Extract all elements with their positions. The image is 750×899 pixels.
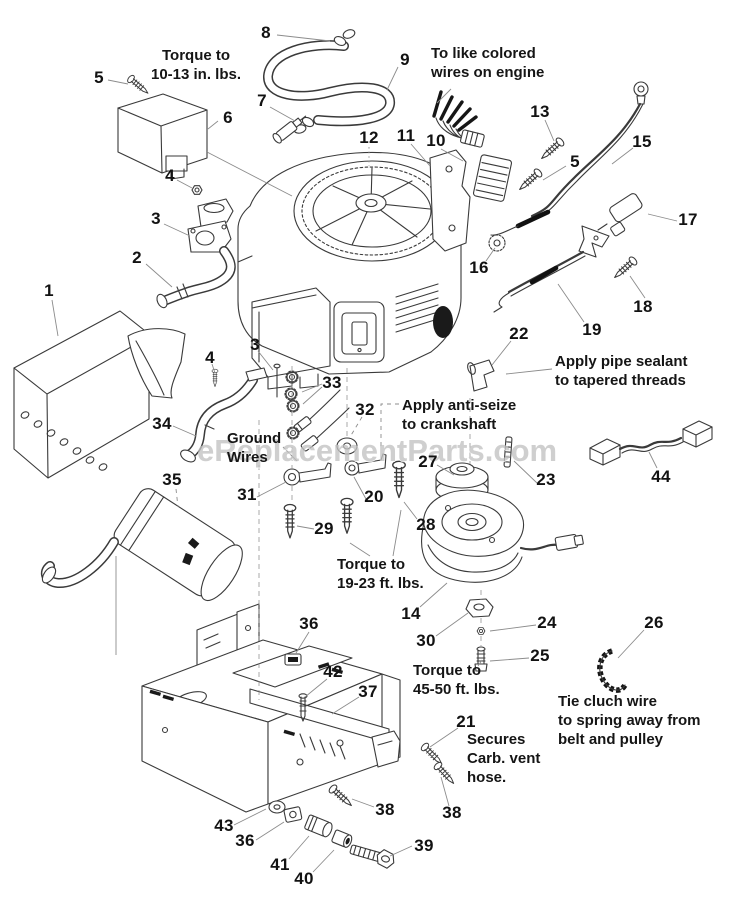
- ground-wires-drawing: [211, 363, 406, 539]
- callout-44: 44: [651, 467, 671, 486]
- note-torque-45-50: Torque to 45-50 ft. lbs.: [413, 662, 500, 698]
- callout-3-mid: 3: [250, 335, 260, 354]
- wire-44-drawing: [589, 420, 713, 466]
- callout-11: 11: [396, 126, 416, 145]
- callout-26: 26: [644, 613, 664, 632]
- callout-42: 42: [323, 662, 343, 681]
- centerlines: [258, 366, 482, 700]
- callout-41: 41: [270, 855, 290, 874]
- callout-12: 12: [359, 128, 379, 147]
- callout-13: 13: [530, 102, 550, 121]
- callout-4-mid: 4: [205, 348, 215, 367]
- muffler-drawing: [40, 488, 243, 655]
- mounting-panel-drawing: [13, 310, 186, 479]
- clutch-wire-clip-drawing: [597, 648, 628, 693]
- intake-elbow-drawing: [156, 185, 236, 309]
- callout-38-right: 38: [442, 803, 462, 822]
- callout-18: 18: [633, 297, 653, 316]
- choke-cable-drawing: [467, 193, 643, 392]
- callout-4-upper: 4: [165, 166, 175, 185]
- note-torque-19-23: Torque to 19-23 ft. lbs.: [337, 556, 424, 592]
- callout-23: 23: [536, 470, 556, 489]
- callout-2: 2: [132, 248, 142, 267]
- callout-3-upper: 3: [151, 209, 161, 228]
- callout-7: 7: [257, 91, 267, 110]
- callout-33: 33: [322, 373, 342, 392]
- callout-35: 35: [162, 470, 182, 489]
- callout-6: 6: [223, 108, 233, 127]
- callout-21: 21: [456, 712, 476, 731]
- callout-19: 19: [582, 320, 602, 339]
- callout-5-right: 5: [570, 152, 580, 171]
- heat-shield-drawing: [117, 93, 293, 197]
- callout-37: 37: [358, 682, 378, 701]
- throttle-cable-drawing: [490, 81, 649, 236]
- note-secures-carb-vent: Secures Carb. vent hose.: [467, 731, 541, 786]
- frame-drawing: [141, 603, 458, 869]
- note-apply-pipe-sealant: Apply pipe sealant to tapered threads: [555, 353, 688, 389]
- callout-43: 43: [214, 816, 234, 835]
- callout-34: 34: [152, 414, 172, 433]
- callout-28: 28: [416, 515, 436, 534]
- engine-drawing: [237, 151, 462, 390]
- callout-9: 9: [400, 50, 410, 69]
- note-apply-anti-seize: Apply anti-seize to crankshaft: [402, 397, 517, 433]
- callout-38-left: 38: [375, 800, 395, 819]
- callout-16: 16: [469, 258, 489, 277]
- callout-31: 31: [237, 485, 257, 504]
- callout-36-bottom: 36: [235, 831, 255, 850]
- wiring-harness-drawing: [429, 90, 513, 252]
- callout-15: 15: [632, 132, 652, 151]
- callout-1: 1: [44, 281, 54, 300]
- callout-22: 22: [509, 324, 529, 343]
- callout-30: 30: [416, 631, 436, 650]
- callout-8: 8: [261, 23, 271, 42]
- callout-40: 40: [294, 869, 314, 888]
- leader-lines: [51, 34, 678, 873]
- callout-20: 20: [364, 487, 384, 506]
- note-ground-wires: Ground Wires: [227, 430, 282, 466]
- note-torque-10-13: Torque to 10-13 in. lbs.: [150, 47, 242, 83]
- breather-hose-drawing: [263, 29, 395, 134]
- spark-plug-drawing: [272, 115, 307, 144]
- callout-29: 29: [314, 519, 334, 538]
- callout-36-mid: 36: [299, 614, 319, 633]
- callout-10: 10: [426, 131, 446, 150]
- drain-tube-drawing: [180, 367, 268, 463]
- callout-32: 32: [355, 400, 375, 419]
- note-to-like-colored: To like colored wires on engine: [431, 45, 545, 81]
- clutch-drawing: [421, 436, 584, 672]
- callout-25: 25: [530, 646, 550, 665]
- callout-5-top-left: 5: [94, 68, 104, 87]
- watermark: eReplacementParts.com: [197, 433, 558, 468]
- callout-39: 39: [414, 836, 434, 855]
- callout-24: 24: [537, 613, 557, 632]
- callout-27: 27: [418, 452, 438, 471]
- callout-14: 14: [401, 604, 421, 623]
- note-tie-clutch-wire: Tie cluch wire to spring away from belt …: [558, 693, 701, 748]
- callout-17: 17: [678, 210, 698, 229]
